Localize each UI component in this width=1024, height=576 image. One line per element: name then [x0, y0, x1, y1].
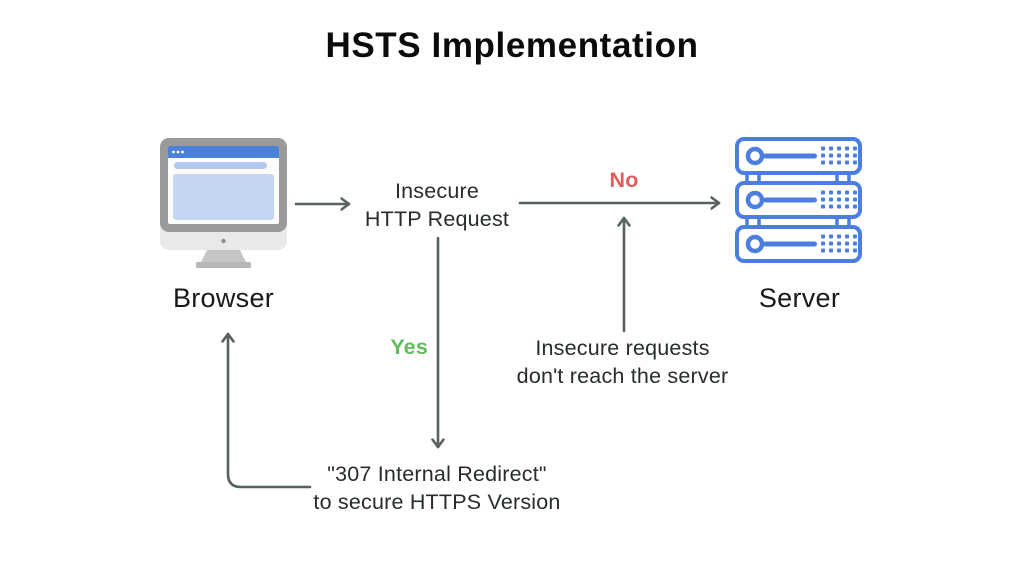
server-rack-icon — [735, 137, 862, 267]
blocked-requests-note: Insecure requests don't reach the server — [516, 336, 729, 388]
monitor-browser-icon — [160, 138, 287, 268]
browser-content-area — [173, 174, 274, 220]
window-dot-icon — [172, 150, 175, 154]
browser-address-bar — [174, 162, 267, 169]
arrow-redirect-back-to-browser — [228, 332, 312, 489]
yes-branch-label: Yes — [390, 335, 428, 359]
server-unit — [737, 183, 860, 217]
insecure-http-request-label: Insecure HTTP Request — [364, 179, 510, 231]
monitor-stand — [201, 250, 246, 262]
server-unit — [737, 227, 860, 261]
monitor-base — [196, 262, 251, 268]
browser-node-label: Browser — [172, 283, 275, 313]
window-dot-icon — [176, 150, 180, 154]
no-branch-label: No — [609, 168, 639, 192]
server-node-label: Server — [758, 283, 841, 313]
redirect-307-note: "307 Internal Redirect" to secure HTTPS … — [313, 462, 561, 514]
window-dot-icon — [181, 150, 184, 154]
server-unit — [737, 139, 860, 173]
diagram-title: HSTS Implementation — [325, 26, 699, 65]
